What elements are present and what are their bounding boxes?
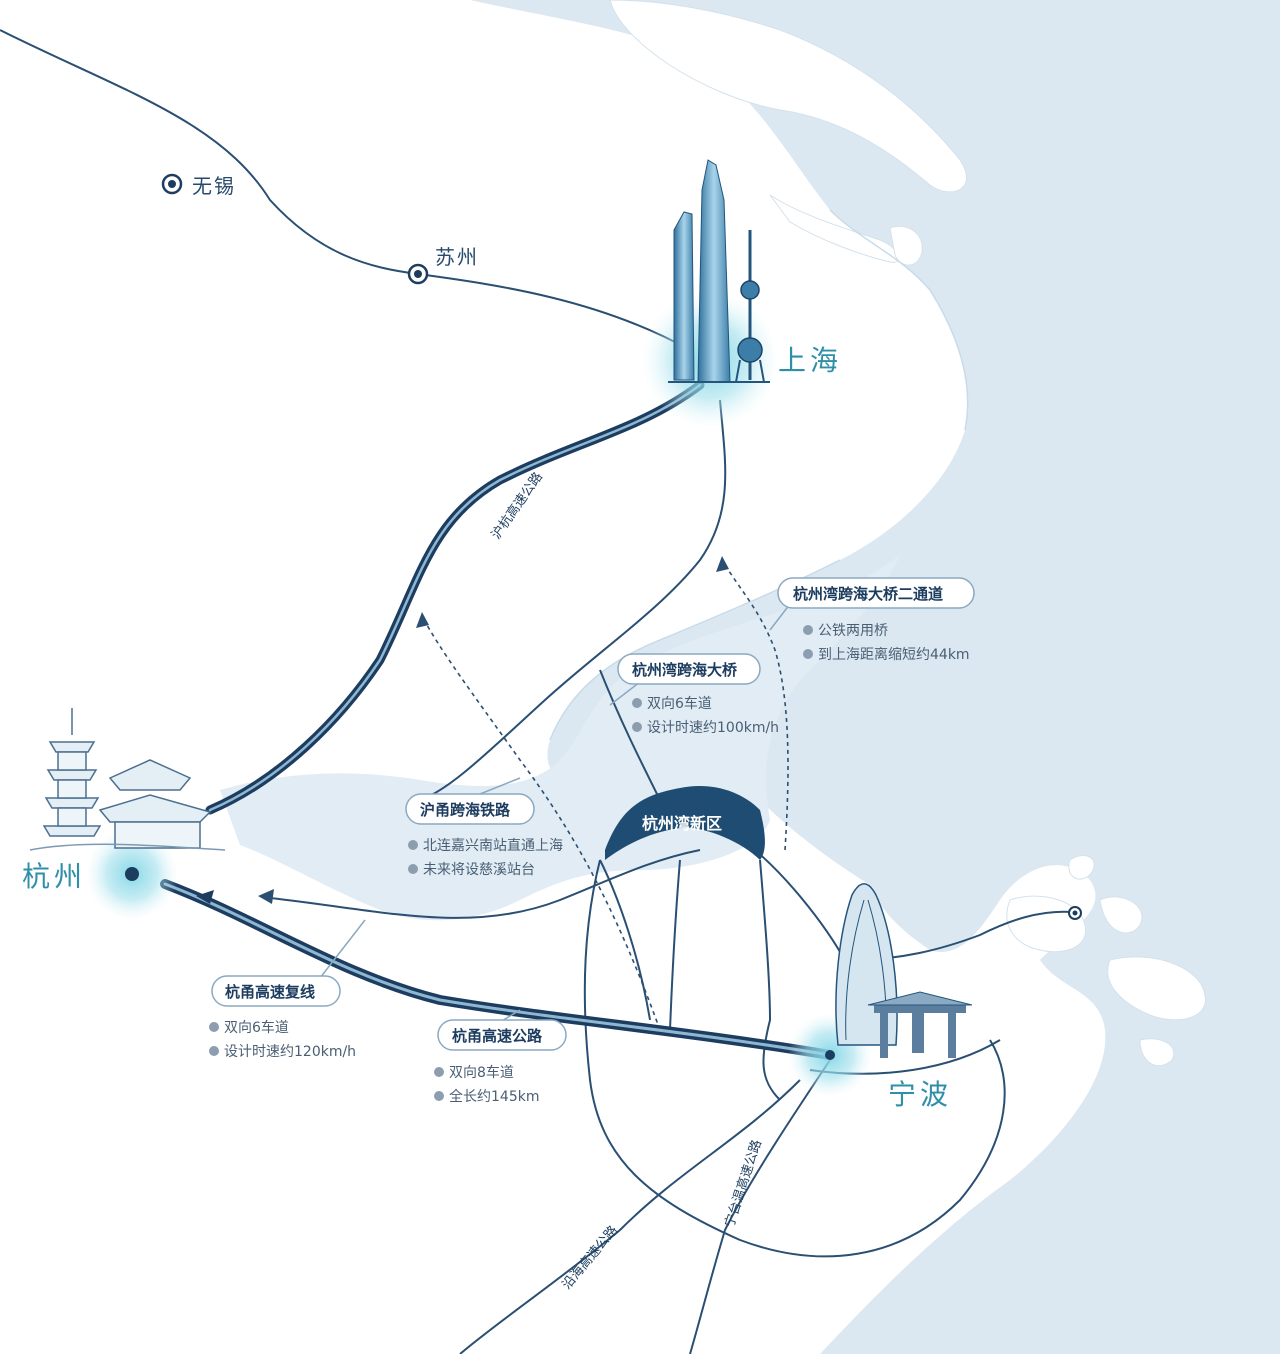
expressway-arrow-head	[196, 890, 214, 904]
suzhou-label: 苏州	[435, 245, 479, 269]
callout-note: 双向6车道	[224, 1019, 289, 1036]
callout-title: 杭州湾跨海大桥	[632, 661, 738, 679]
wuxi-marker[interactable]: 无锡	[161, 173, 236, 198]
islands	[609, 0, 1206, 1067]
bay-bridge-line	[419, 399, 727, 801]
south-road-a	[459, 1079, 801, 1354]
wuxi-suzhou-line	[0, 29, 419, 275]
callout-note: 到上海距离缩短约44km	[818, 646, 970, 663]
city-dot-icon	[825, 1050, 835, 1060]
callout-note: 未来将设慈溪站台	[423, 862, 535, 878]
suzhou-marker[interactable]: 苏州	[407, 245, 479, 285]
west-loop-line	[599, 859, 651, 1021]
north-inner-line	[669, 859, 681, 1031]
hangzhou-marker[interactable]: 杭州	[22, 860, 139, 893]
callout-bay-bridge[interactable]: 杭州湾跨海大桥 双向6车道 设计时速约100km/h	[617, 653, 779, 736]
shanghai-label[interactable]: 上海	[778, 344, 842, 377]
hangzhou-label: 杭州	[22, 860, 86, 893]
callout-hang-yong-second-line[interactable]: 杭甬高速复线 双向6车道 设计时速约120km/h	[209, 975, 356, 1060]
channel-arrow-head	[716, 556, 729, 572]
zone-label: 杭州湾新区	[642, 814, 722, 833]
road-label-ningbo: 宁台温高速公路	[722, 1138, 765, 1230]
callout-note: 双向8车道	[449, 1064, 514, 1081]
island-marker[interactable]	[1068, 906, 1082, 920]
callout-note: 公铁两用桥	[818, 623, 888, 639]
callout-note: 全长约145km	[449, 1088, 539, 1105]
shanghai-skyline-icon	[668, 159, 770, 383]
road-label-south: 沿海高速公路	[559, 1223, 621, 1293]
rail-to-shanghai-dashed	[421, 615, 661, 1031]
ningbo-marker[interactable]: 宁波	[825, 1050, 952, 1111]
rail-arrow-head	[416, 612, 429, 628]
city-dot-icon	[125, 867, 139, 881]
wuxi-label: 无锡	[192, 174, 236, 198]
hangzhou-bay-south-line	[269, 849, 701, 919]
callout-hang-yong-expressway[interactable]: 杭甬高速公路 双向8车道 全长约145km	[434, 1019, 567, 1105]
city-dot-icon	[414, 270, 422, 278]
city-dot-icon	[168, 180, 176, 188]
hangzhou-pagoda-icon	[29, 708, 226, 851]
zone-to-ningbo-line	[754, 849, 851, 971]
sea-area	[470, 0, 1280, 1354]
south-road-b	[689, 1059, 831, 1354]
callout-title: 沪甬跨海铁路	[420, 801, 511, 819]
bridge-to-zone-line	[599, 669, 661, 801]
callout-note: 双向6车道	[647, 695, 712, 712]
callout-title: 杭甬高速复线	[225, 983, 315, 1001]
callout-note: 北连嘉兴南站直通上海	[423, 837, 563, 854]
ningbo-label: 宁波	[888, 1078, 952, 1111]
callout-title: 杭州湾跨海大桥二通道	[793, 585, 943, 603]
hang-yong-expressway	[160, 879, 835, 1060]
ningbo-tower-icon	[835, 883, 973, 1058]
callout-note: 设计时速约120km/h	[224, 1044, 356, 1060]
callout-note: 设计时速约100km/h	[647, 720, 779, 736]
hangzhou-bay-new-zone[interactable]: 杭州湾新区	[605, 786, 765, 860]
ningbo-ring-line	[583, 859, 1006, 1258]
rail-dashed-lines	[421, 559, 789, 1031]
callout-title: 杭甬高速公路	[452, 1027, 543, 1045]
hu-hang-expressway	[205, 380, 705, 815]
callout-second-channel[interactable]: 杭州湾跨海大桥二通道 公铁两用桥 到上海距离缩短约44km	[777, 577, 975, 663]
east-inner-line	[759, 859, 781, 1101]
bay-south-arrow-head	[258, 889, 274, 904]
callout-cross-sea-railway[interactable]: 沪甬跨海铁路 北连嘉兴南站直通上海 未来将设慈溪站台	[405, 793, 563, 878]
